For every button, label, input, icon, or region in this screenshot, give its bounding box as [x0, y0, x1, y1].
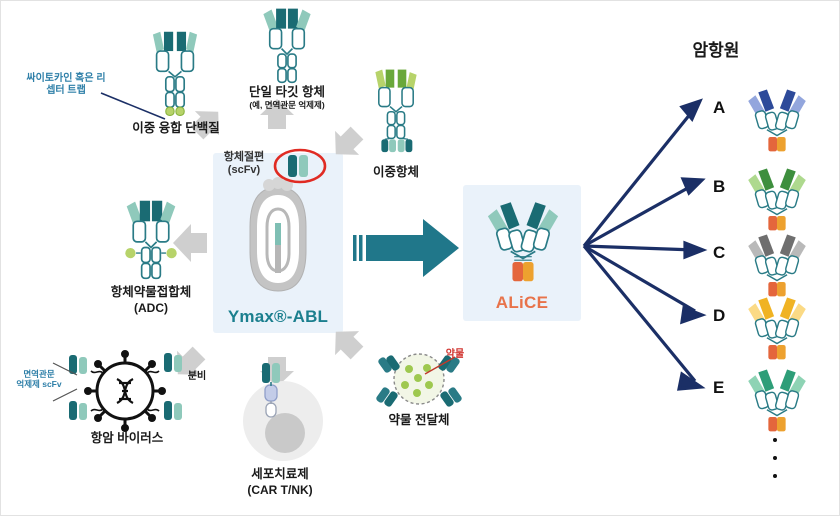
cell-therapy-sublabel: (CAR T/NK) — [247, 483, 313, 497]
bispecific-fusion-protein-icon — [152, 31, 198, 117]
drug-delivery-vehicle-icon — [376, 353, 462, 407]
antigen-antibody-b-icon — [748, 168, 806, 231]
drug-payload-annotation: 약물 — [445, 349, 465, 360]
ellipsis-dot — [773, 438, 777, 442]
fusion-protein-leader-line — [100, 92, 166, 120]
teal-transform-arrow — [353, 219, 459, 277]
antigen-letter-e: E — [713, 378, 725, 397]
antigen-antibody-d-icon — [748, 297, 806, 360]
cytokine-receptor-trap-annotation: 싸이토카인 혹은 리 셉터 트랩 — [26, 73, 106, 97]
alice-product-panel — [463, 185, 581, 321]
cell-therapy-icon — [243, 363, 323, 461]
antigen-letter-b: B — [713, 177, 726, 196]
virus-annotation-leader-lines — [52, 362, 78, 402]
single-target-antibody-sublabel: (예, 면역관문 억제제) — [249, 100, 325, 110]
oncolytic-virus-label: 항암 바이러스 — [90, 431, 164, 445]
scfv-fragment-icon — [288, 155, 308, 177]
ellipsis-dot — [773, 474, 777, 478]
antigen-antibody-c-icon — [748, 234, 806, 297]
drug-delivery-vehicle-label: 약물 전달체 — [388, 413, 450, 427]
oncolytic-virus-icon — [69, 350, 182, 432]
ellipsis-dot — [773, 456, 777, 460]
alice-label: ALiCE — [495, 293, 549, 312]
scfv-callout-label: 항체절편 (scFv) — [223, 151, 265, 177]
single-target-antibody-label: 단일 타깃 항체 — [249, 85, 325, 99]
antibody-drug-conjugate-icon — [125, 200, 177, 280]
antibody-drug-conjugate-label: 항체약물접합체 — [110, 285, 192, 299]
cancer-antigen-heading: 암항원 — [692, 41, 740, 60]
ymax-abl-label: Ymax®-ABL — [227, 307, 329, 326]
scfv-highlight-ellipse-icon — [273, 148, 327, 184]
bispecific-fusion-protein-label: 이중 융합 단백질 — [132, 121, 220, 135]
antigen-letter-d: D — [713, 306, 726, 325]
checkpoint-inhibitor-scfv-annotation: 면역관문 억제제 scFv — [16, 369, 62, 390]
single-target-antibody-icon — [263, 8, 311, 84]
antibody-drug-conjugate-sublabel: (ADC) — [134, 301, 168, 315]
ymax-abl-organism-icon — [249, 177, 307, 292]
secretion-annotation: 분비 — [187, 371, 207, 382]
bispecific-antibody-label: 이중항체 — [372, 165, 419, 179]
bispecific-antibody-icon — [375, 69, 417, 153]
alice-antibody-icon — [487, 202, 559, 282]
antigen-letter-c: C — [713, 243, 726, 262]
antigen-antibody-a-icon — [748, 89, 806, 152]
cell-therapy-label: 세포치료제 — [251, 467, 309, 481]
antigen-antibody-e-icon — [748, 369, 806, 432]
antigen-letter-a: A — [713, 98, 726, 117]
